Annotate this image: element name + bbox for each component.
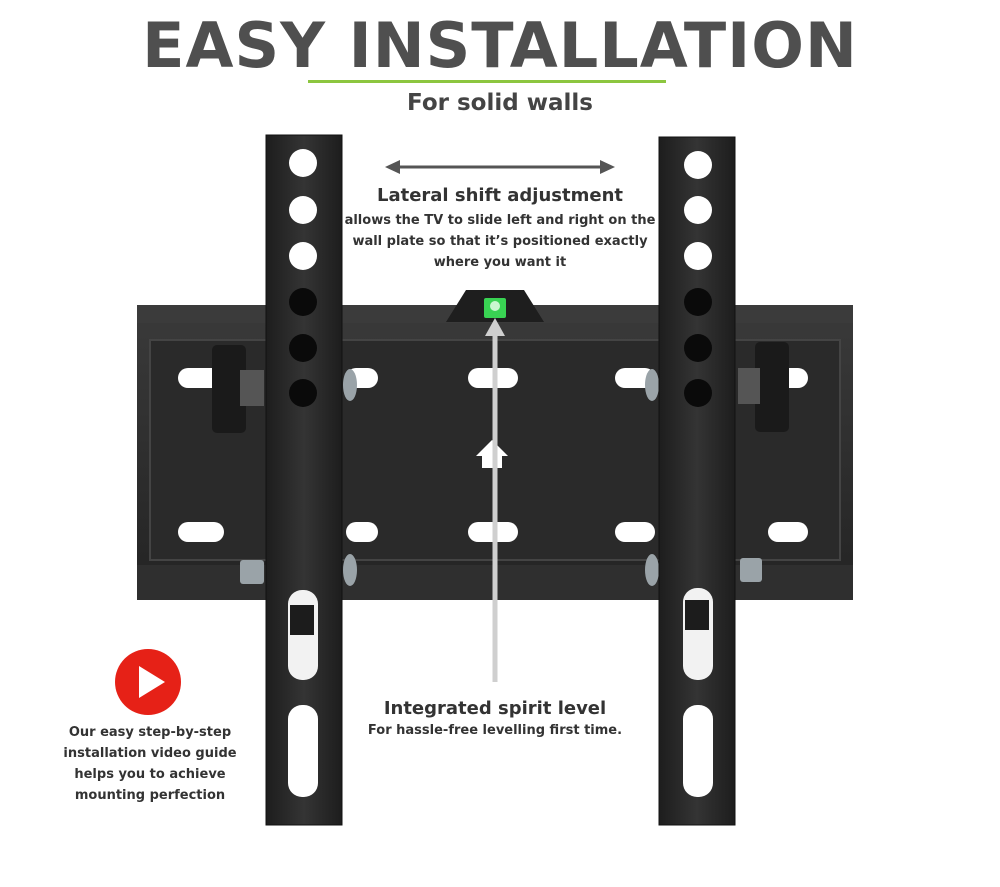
spirit-level-description: For hassle-free levelling first time. [367,723,623,738]
lateral-shift-callout: Lateral shift adjustment allows the TV t… [335,185,665,273]
lateral-shift-heading: Lateral shift adjustment [376,185,623,206]
video-play-button[interactable] [115,649,181,715]
up-arrow-icon [476,440,508,468]
spirit-level [446,290,544,322]
spirit-level-heading: Integrated spirit level [383,698,607,719]
bolts [240,369,762,586]
lateral-shift-description: allows the TV to slide left and right on… [344,213,656,270]
title-underline [308,80,666,83]
video-guide-description: Our easy step-by-step installation video… [63,725,237,803]
right-vertical-arm [658,136,736,826]
lateral-double-arrow-icon [385,160,615,174]
left-vertical-arm [265,134,343,826]
right-tilt-knob [738,342,789,432]
spirit-level-pointer [485,318,505,682]
left-tilt-knob [212,345,264,433]
play-icon [139,666,165,698]
spirit-level-callout: Integrated spirit level For hassle-free … [330,698,660,738]
page-subtitle: For solid walls [407,90,593,116]
page-title: EASY INSTALLATION [142,9,858,82]
